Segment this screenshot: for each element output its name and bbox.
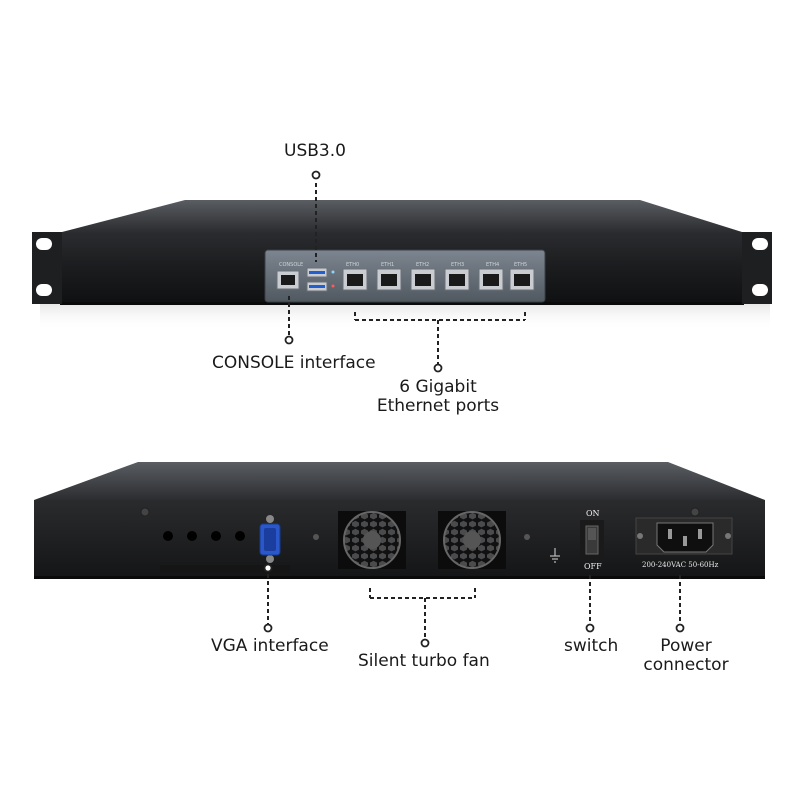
fan-right	[438, 511, 506, 569]
eth-port-tag: ETH3	[451, 262, 464, 268]
console-callout-label: CONSOLE interface	[212, 353, 376, 373]
power-inlet	[635, 517, 733, 555]
eth-port-tag: ETH2	[416, 262, 429, 268]
vga-callout-label: VGA interface	[211, 636, 329, 656]
ethernet-port	[444, 268, 470, 291]
vga-port	[259, 515, 281, 563]
ethernet-callout-label: 6 Gigabit Ethernet ports	[368, 378, 508, 416]
switch-on-label: ON	[586, 509, 600, 518]
console-port	[276, 270, 300, 290]
chassis-top-back	[34, 462, 765, 500]
rack-ear-left	[32, 232, 62, 304]
eth-port-tag: ETH4	[486, 262, 499, 268]
vent-hole	[235, 531, 245, 541]
callout-dots-front	[284, 170, 443, 373]
usb-port-upper	[306, 267, 328, 278]
usb-port-lower	[306, 281, 328, 292]
ethernet-port	[478, 268, 504, 291]
led-indicator	[331, 270, 335, 274]
chassis-top	[62, 200, 742, 232]
callout-leaders-back	[267, 574, 681, 640]
ground-icon	[550, 548, 560, 563]
console-port-tag: CONSOLE	[279, 262, 303, 268]
callout-dots-back	[263, 563, 685, 648]
ethernet-port	[509, 268, 535, 291]
io-panel	[264, 249, 546, 303]
usb-callout-label: USB3.0	[284, 141, 346, 161]
vent-hole	[163, 531, 173, 541]
eth-port-tag: ETH1	[381, 262, 394, 268]
power-switch	[580, 520, 604, 560]
front-chassis: CONSOLE ETH0 ETH1 ETH2 ETH3 ETH4 ETH5	[32, 200, 772, 330]
ethernet-port	[376, 268, 402, 291]
callout-leaders-front	[288, 183, 526, 366]
power-callout-line1: Power	[660, 636, 712, 656]
power-rating-label: 200-240VAC 50-60Hz	[642, 561, 719, 569]
vent-hole	[211, 531, 221, 541]
ethernet-callout-line2: Ethernet ports	[376, 396, 500, 416]
fan-left	[338, 511, 406, 569]
rack-ear-right	[742, 232, 772, 304]
switch-callout-label: switch	[564, 636, 619, 656]
vent-hole	[187, 531, 197, 541]
ethernet-port	[410, 268, 436, 291]
eth-port-tag: ETH0	[346, 262, 359, 268]
ethernet-callout-line1: 6 Gigabit	[399, 377, 477, 397]
ethernet-port	[342, 268, 368, 291]
power-callout-label: Power connector	[636, 637, 736, 675]
power-callout-line2: connector	[643, 655, 729, 675]
back-chassis: ON OFF 200-240VAC 50-60Hz	[34, 462, 765, 579]
switch-off-label: OFF	[584, 562, 602, 571]
eth-port-tag: ETH5	[514, 262, 527, 268]
floor-reflection	[40, 302, 770, 330]
fan-callout-label: Silent turbo fan	[358, 651, 490, 671]
led-indicator	[331, 284, 335, 288]
